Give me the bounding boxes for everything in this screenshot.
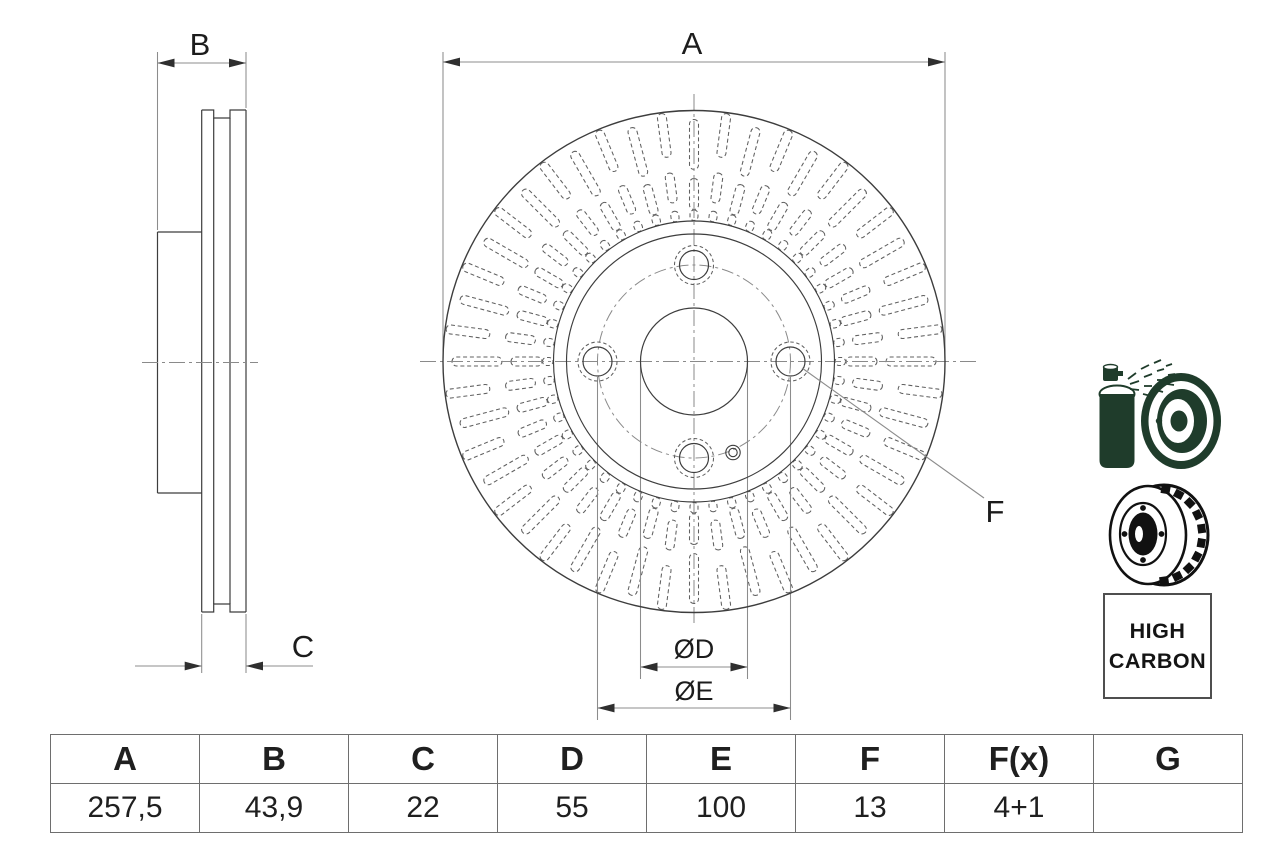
side-view xyxy=(142,52,258,673)
spec-header-B: B xyxy=(199,734,349,784)
spray-can-icon xyxy=(1098,359,1176,468)
spec-header-F: F xyxy=(795,734,945,784)
bolt-hole-left xyxy=(582,346,613,377)
hub-bolt-dots xyxy=(1121,505,1165,563)
f-leader-line xyxy=(801,367,985,499)
disc-plates xyxy=(201,110,247,612)
friction-ring-inner-circle xyxy=(552,220,836,503)
front-view xyxy=(420,52,977,720)
spec-value-D: 55 xyxy=(497,783,647,833)
bolt-hole-top xyxy=(678,249,710,281)
coated-disc-icon xyxy=(1141,373,1221,469)
dim-label-a: A xyxy=(682,26,703,61)
extension-lines xyxy=(442,52,946,720)
dim-label-d: ØD xyxy=(674,634,715,664)
spec-value-F(x): 4+1 xyxy=(944,783,1094,833)
side-view-geometry xyxy=(156,109,247,613)
spec-value-G xyxy=(1093,783,1243,833)
top-vent-notch xyxy=(201,109,246,119)
spec-header-C: C xyxy=(348,734,498,784)
rim-vent-slots xyxy=(1159,484,1207,586)
dim-label-c: C xyxy=(292,629,314,664)
spec-value-A: 257,5 xyxy=(50,783,200,833)
spec-header-D: D xyxy=(497,734,647,784)
spec-value-E: 100 xyxy=(646,783,796,833)
high-carbon-line2: CARBON xyxy=(1108,649,1207,673)
dimensions: A B C ØD ØE F xyxy=(135,26,1005,713)
spec-header-F(x): F(x) xyxy=(944,734,1094,784)
spray-mist xyxy=(1127,359,1176,397)
dimension-arrows xyxy=(157,57,945,713)
bolt-circle-centerline xyxy=(597,264,791,459)
dim-label-b: B xyxy=(190,27,211,62)
dimension-lines xyxy=(135,61,985,709)
bolt-hole-right xyxy=(775,346,806,377)
spec-value-C: 22 xyxy=(348,783,498,833)
bolt-hole-chamfers xyxy=(577,244,811,479)
outer-diameter-circle xyxy=(442,109,946,614)
spec-value-F: 13 xyxy=(795,783,945,833)
center-lines xyxy=(420,94,977,626)
front-view-geometry xyxy=(442,109,946,614)
spec-value-B: 43,9 xyxy=(199,783,349,833)
center-bore-circle xyxy=(639,307,749,416)
spec-header-A: A xyxy=(50,734,200,784)
bottom-vent-notch xyxy=(201,603,246,613)
spec-header-G: G xyxy=(1093,734,1243,784)
dim-label-e: ØE xyxy=(674,676,713,706)
locating-hole-outer xyxy=(725,444,741,461)
coating-spray-disc-icon xyxy=(1098,359,1221,469)
bolt-hole-bottom xyxy=(678,442,710,474)
high-carbon-line1: HIGH xyxy=(1129,619,1186,643)
dim-label-f: F xyxy=(986,494,1005,529)
locating-hole-inner xyxy=(728,447,738,458)
spec-header-E: E xyxy=(646,734,796,784)
vented-brake-disc-icon xyxy=(1108,483,1210,587)
side-extension-lines xyxy=(156,52,247,673)
high-carbon-badge: HIGH CARBON xyxy=(1103,593,1212,699)
hat-circle xyxy=(565,233,823,490)
